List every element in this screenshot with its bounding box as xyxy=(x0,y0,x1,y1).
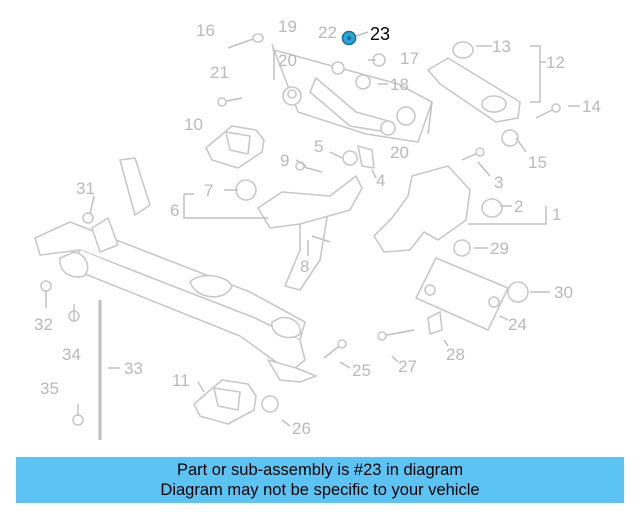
callout-21: 21 xyxy=(210,63,229,82)
highlighted-part-23 xyxy=(341,30,357,46)
callout-1: 1 xyxy=(552,205,561,224)
bolts xyxy=(40,33,561,440)
control-arm-12 xyxy=(427,41,521,147)
banner-line-2: Diagram may not be specific to your vehi… xyxy=(160,481,480,499)
leader-lines xyxy=(89,31,580,427)
callout-24: 24 xyxy=(508,315,527,334)
mount-11 xyxy=(193,379,257,425)
nut-18 xyxy=(355,74,371,90)
callout-10: 10 xyxy=(184,115,203,134)
callout-29: 29 xyxy=(490,239,509,258)
callout-20a: 20 xyxy=(278,51,297,70)
callout-22: 22 xyxy=(318,23,337,42)
callout-35: 35 xyxy=(40,379,59,398)
callout-17: 17 xyxy=(400,49,419,68)
callout-26: 26 xyxy=(292,419,311,438)
callout-7: 7 xyxy=(204,181,213,200)
callout-19: 19 xyxy=(278,17,297,36)
callout-25: 25 xyxy=(352,361,371,380)
callout-6: 6 xyxy=(170,201,179,220)
callout-30: 30 xyxy=(554,283,573,302)
callout-20b: 20 xyxy=(390,143,409,162)
callout-4: 4 xyxy=(376,171,385,190)
link-24 xyxy=(415,257,509,331)
callout-32: 32 xyxy=(34,315,53,334)
parts-diagram: 16 19 22 23 13 12 20 17 18 21 14 10 5 20… xyxy=(34,17,601,440)
plate-28 xyxy=(427,311,443,335)
upper-arm-19 xyxy=(273,49,433,143)
callout-5: 5 xyxy=(314,137,323,156)
banner-line-1: Part or sub-assembly is #23 in diagram xyxy=(176,461,464,479)
bushing-20-lower xyxy=(287,89,297,99)
callout-27: 27 xyxy=(398,357,417,376)
info-banner: Part or sub-assembly is #23 in diagram D… xyxy=(16,457,624,503)
callout-9: 9 xyxy=(280,151,289,170)
bushing-26 xyxy=(261,395,279,413)
callout-18: 18 xyxy=(390,75,409,94)
callout-3: 3 xyxy=(494,173,503,192)
callout-15: 15 xyxy=(528,153,547,172)
callout-13: 13 xyxy=(492,37,511,56)
bracket-4 xyxy=(357,145,375,169)
callout-16: 16 xyxy=(196,21,215,40)
callout-2: 2 xyxy=(514,197,523,216)
callout-12: 12 xyxy=(546,53,565,72)
callout-33: 33 xyxy=(124,359,143,378)
ring-30 xyxy=(507,281,529,303)
callout-11: 11 xyxy=(172,371,190,390)
subframe xyxy=(34,157,331,383)
bushing-5 xyxy=(342,150,358,166)
callout-23: 23 xyxy=(370,24,390,44)
callout-labels: 16 19 22 23 13 12 20 17 18 21 14 10 5 20… xyxy=(34,17,601,438)
mount-10 xyxy=(205,125,265,169)
callout-31: 31 xyxy=(76,179,95,198)
knuckle-1 xyxy=(373,165,503,257)
callout-28: 28 xyxy=(446,345,465,364)
lower-arm-6 xyxy=(235,175,363,229)
callout-8: 8 xyxy=(300,257,309,276)
callout-14: 14 xyxy=(582,97,601,116)
callout-34: 34 xyxy=(62,345,81,364)
